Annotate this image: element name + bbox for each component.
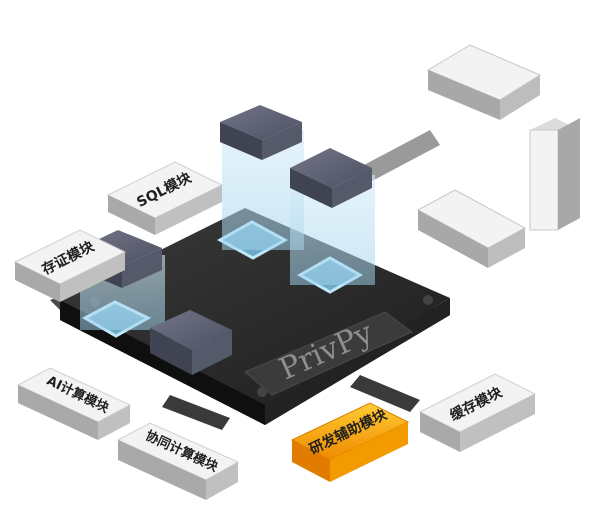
sql-module: SQL模块: [106, 161, 224, 235]
cache-module: 缓存模块: [418, 373, 537, 452]
cube-column-2: [290, 148, 375, 285]
rd-assist-module: 研发辅助模块: [290, 402, 410, 482]
evidence-module: 存证模块: [13, 229, 127, 302]
blank-module-1: [426, 44, 542, 120]
blank-module-3: [416, 189, 527, 268]
cube-4: [150, 310, 232, 375]
collab-compute-module: 协同计算模块: [116, 422, 240, 500]
blank-module-2: [529, 118, 580, 231]
ai-compute-module: AI计算模块: [16, 367, 132, 440]
